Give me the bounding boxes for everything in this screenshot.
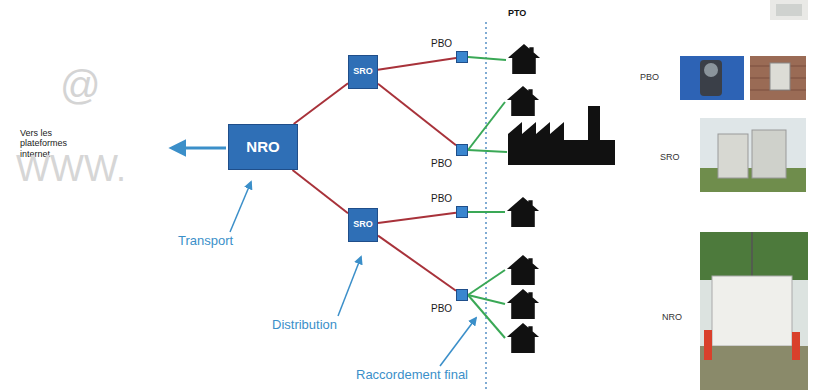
factory-icon: [508, 106, 615, 165]
sro-box: SRO: [348, 208, 378, 242]
leader-arrows: [230, 182, 476, 366]
watermark: WWW.: [16, 148, 126, 189]
fiber-link: [378, 236, 456, 291]
photo-nro: [700, 232, 808, 390]
pbo-box: PBO: [456, 206, 468, 218]
pbo-box: PBO: [456, 144, 468, 156]
photo-top: [770, 0, 808, 20]
watermark: @: [60, 62, 101, 108]
photo-sro: [700, 118, 806, 192]
node-text: NRO: [246, 139, 279, 156]
segment-label: Raccordement final: [356, 368, 468, 383]
node-text: PBO: [431, 303, 452, 314]
pbo-box: PBO: [456, 51, 468, 63]
fiber-link: [378, 58, 456, 70]
fiber-link: [378, 213, 456, 223]
photo-pbo: [680, 56, 806, 100]
photo-label: NRO: [662, 312, 682, 322]
fiber-link: [294, 83, 348, 124]
fiber-link: [292, 170, 348, 213]
uplink-arrow: [172, 147, 226, 150]
node-text: PBO: [431, 38, 452, 49]
sro-box: SRO: [348, 55, 378, 89]
photo-label: SRO: [660, 152, 680, 162]
segment-label: Transport: [178, 234, 233, 249]
fiber-link: [378, 84, 456, 145]
segment-label: Distribution: [272, 318, 337, 333]
boundary-line: [485, 22, 486, 390]
pto-label: PTO: [508, 8, 526, 18]
node-text: PBO: [431, 193, 452, 204]
nro-box: NRO: [228, 124, 298, 170]
pbo-box: PBO: [456, 289, 468, 301]
house-icons: [507, 44, 540, 353]
node-text: SRO: [353, 220, 373, 230]
photo-label: PBO: [640, 72, 659, 82]
node-text: PBO: [431, 158, 452, 169]
node-text: SRO: [353, 67, 373, 77]
drop-lines: [468, 57, 507, 338]
